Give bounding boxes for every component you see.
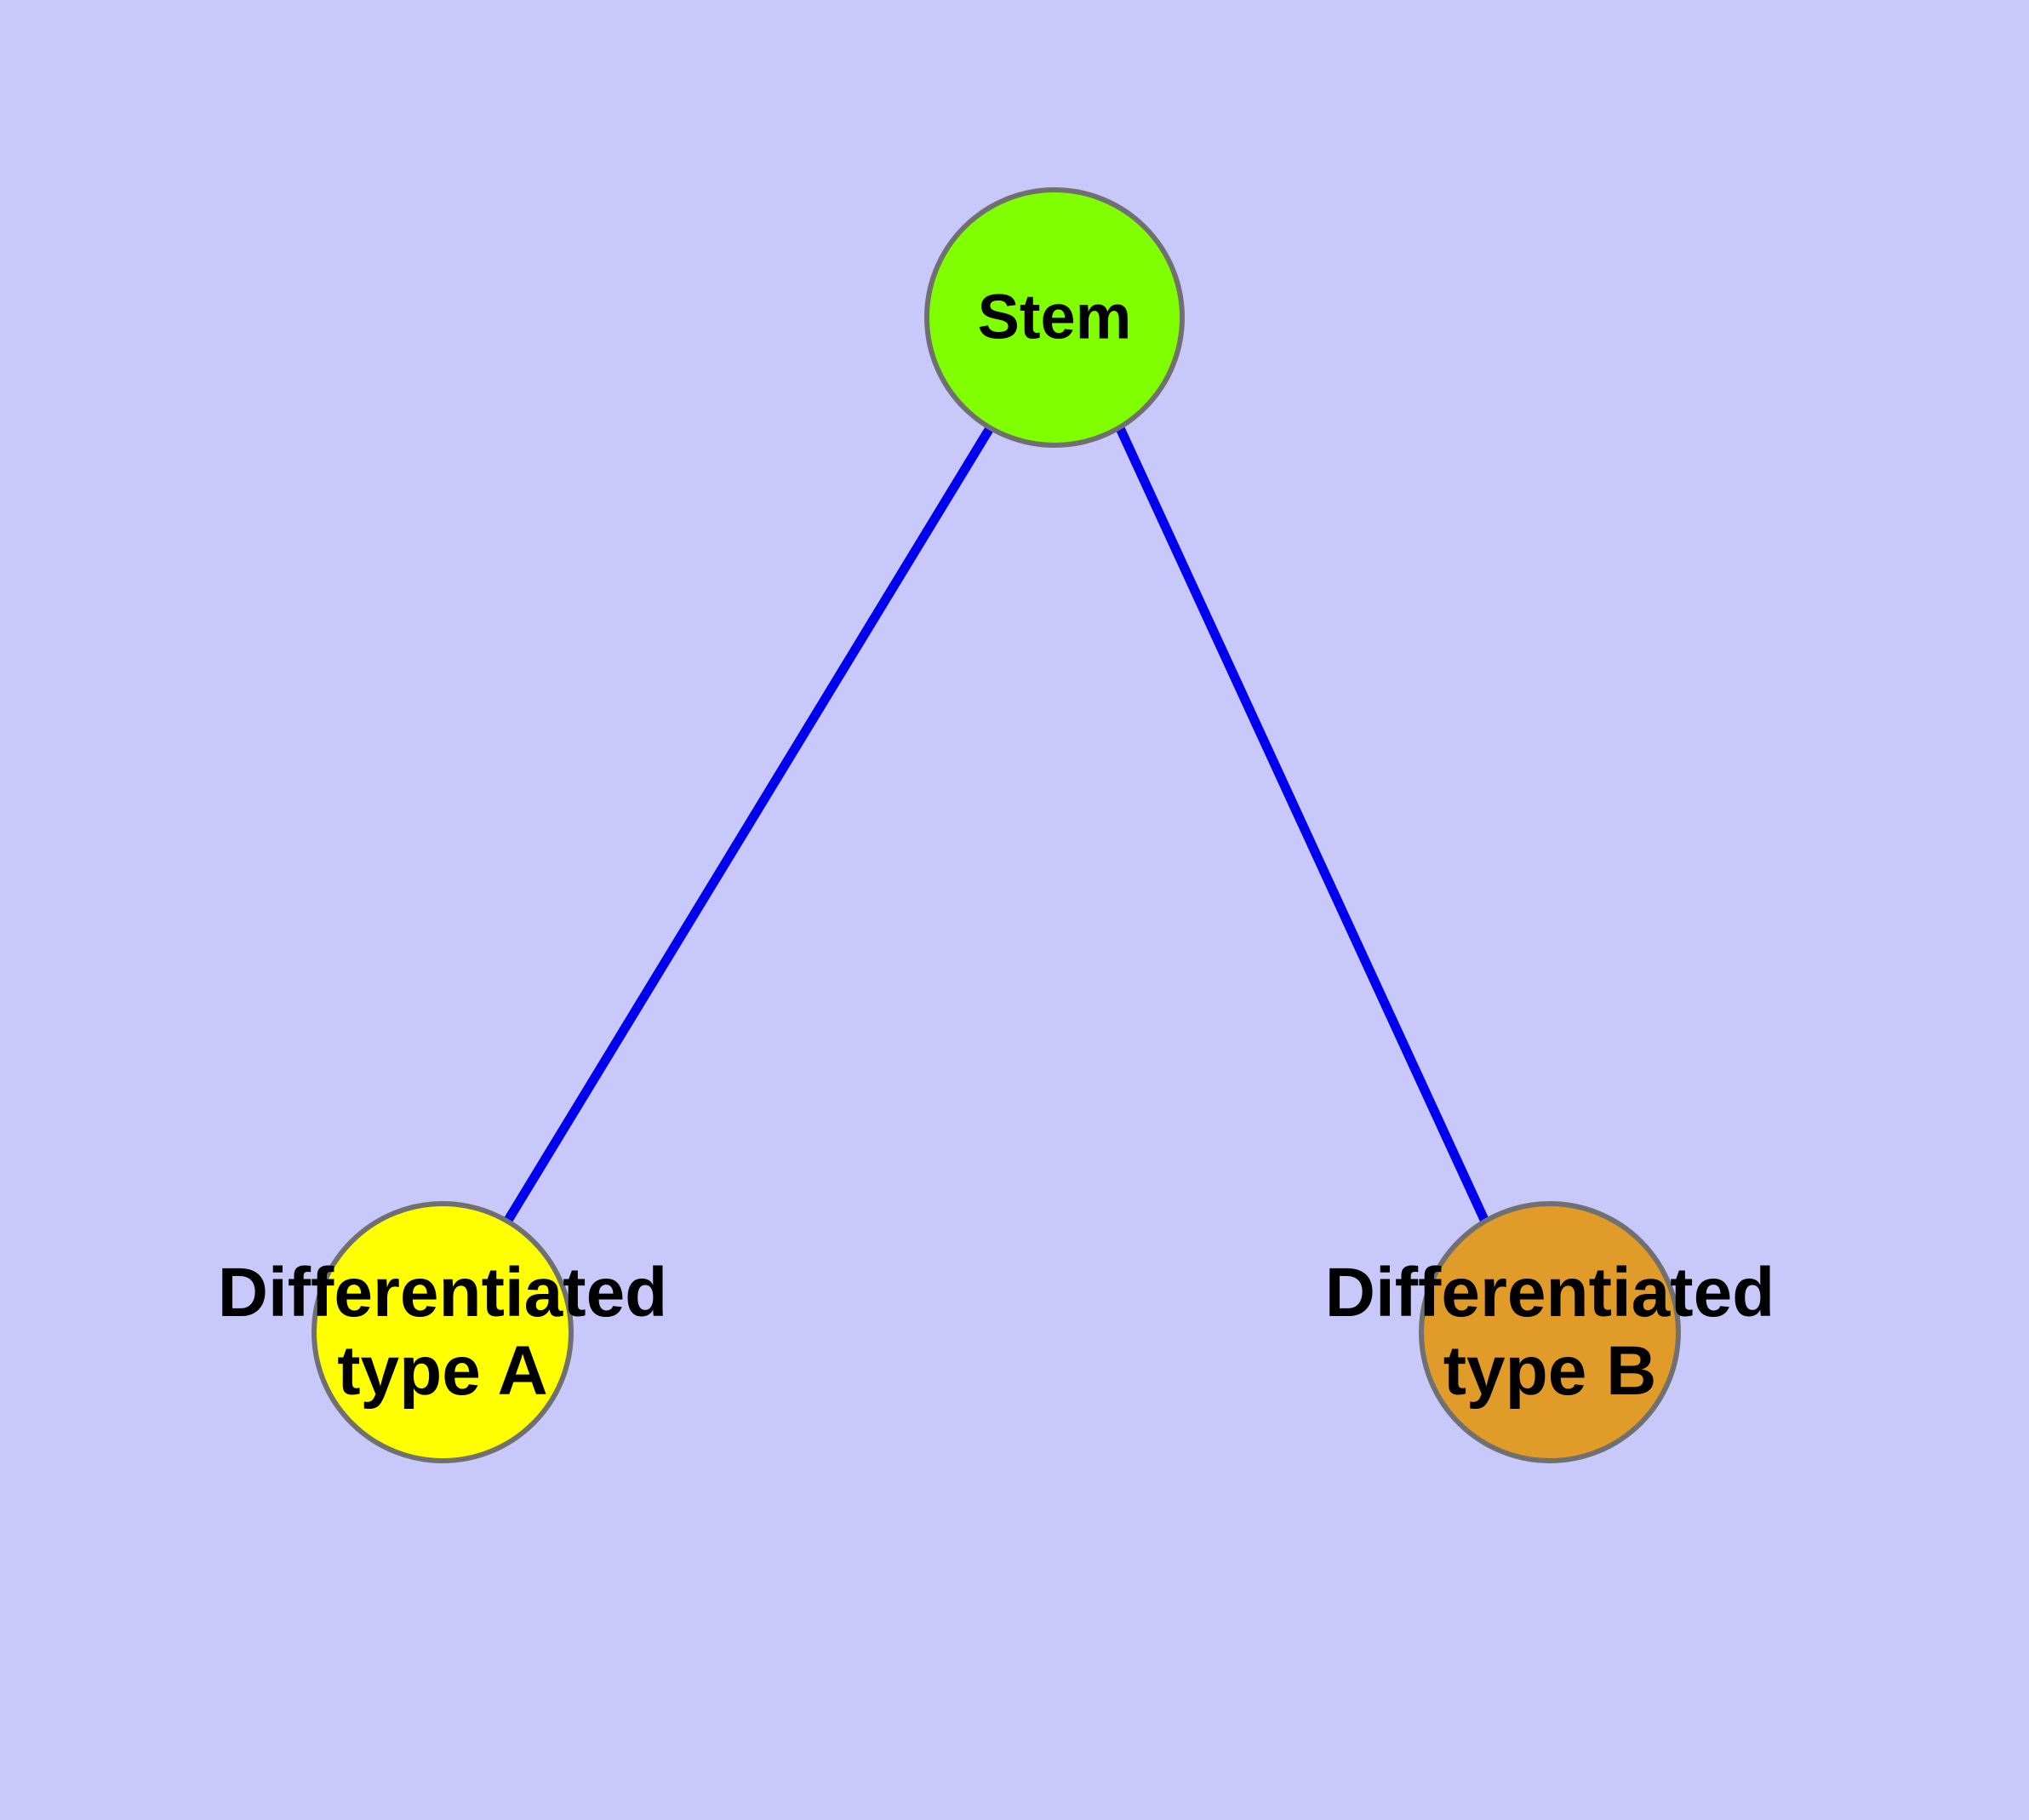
node-stem[interactable]	[924, 187, 1185, 448]
edge-group	[503, 426, 1489, 1224]
node-group	[311, 187, 1681, 1463]
edge-stem-to-diff-b[interactable]	[1116, 426, 1489, 1224]
node-differentiated-type-a[interactable]	[311, 1201, 574, 1463]
node-differentiated-type-b[interactable]	[1419, 1201, 1681, 1463]
edge-stem-to-diff-a[interactable]	[503, 426, 994, 1224]
